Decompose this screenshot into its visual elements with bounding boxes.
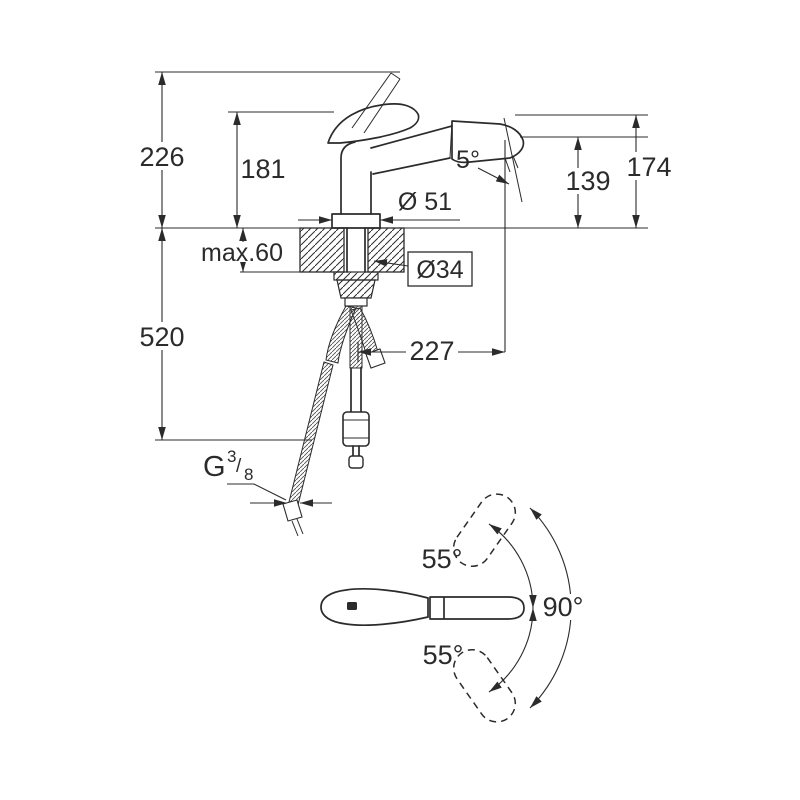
- angle-55-lower-label: 55°: [423, 640, 464, 670]
- faucet-top-view: 55° 55° 90°: [320, 493, 586, 723]
- mounting-nut: [336, 279, 376, 299]
- dim-139-label: 139: [565, 166, 610, 196]
- dim-227-label: 227: [409, 336, 454, 366]
- bg-90: [540, 594, 586, 620]
- hose-fitting-end: [282, 499, 303, 522]
- bg-181: [239, 154, 287, 182]
- angle-90-label: 90°: [543, 592, 584, 622]
- nut-collar: [344, 297, 368, 307]
- counter-cross-section: [299, 227, 405, 273]
- hose-end-stub: [352, 445, 360, 457]
- angle-55-upper-label: 55°: [422, 544, 463, 574]
- counter-hatch-right: [367, 227, 405, 273]
- angle-5-label: 5°: [456, 146, 480, 174]
- arc-55-lower: [488, 607, 537, 693]
- pullout-hose-line: [350, 367, 362, 413]
- dia34-box: [407, 251, 473, 287]
- angle-reference-line: [503, 117, 523, 203]
- supply-hose-left: [325, 305, 357, 364]
- bg-227: [406, 338, 458, 364]
- arc-55-upper: [488, 523, 537, 609]
- hose-weight-detail: [343, 419, 369, 439]
- bg-139: [564, 168, 612, 194]
- bg-520: [136, 322, 188, 350]
- base-flange: [331, 213, 381, 229]
- dim-181-label: 181: [240, 154, 285, 184]
- shank: [346, 227, 366, 273]
- faucet-body: [340, 141, 372, 215]
- thread-num: 3: [227, 447, 236, 466]
- hose-weight: [342, 411, 370, 447]
- counter-hatch-left: [299, 227, 345, 273]
- thread-label: G 3 / 8: [203, 447, 253, 484]
- thread-den: 8: [244, 465, 253, 484]
- handle-plan: [320, 588, 429, 626]
- swivel-position-lower: [452, 648, 517, 723]
- leader-angle-5: [477, 167, 510, 185]
- handle-dome: [327, 103, 420, 144]
- thread-g: G: [203, 451, 226, 483]
- hose-end-connector: [348, 455, 364, 469]
- bg-174: [625, 152, 673, 180]
- dia51-label: Ø 51: [398, 188, 452, 216]
- faucet-side-view: [327, 72, 525, 273]
- dim-226-label: 226: [139, 142, 184, 172]
- leader-thread: [227, 483, 287, 501]
- hose-fitting-tip: [291, 518, 304, 537]
- mounting-hardware: [333, 271, 379, 307]
- dia34-label: Ø34: [416, 256, 463, 284]
- bg-226: [136, 142, 188, 170]
- dimension-lines: [155, 71, 648, 507]
- lever-raised-outline: [351, 72, 401, 134]
- washer: [333, 271, 379, 281]
- handle-logo-mark: [347, 602, 357, 610]
- dim-520-label: 520: [139, 322, 184, 352]
- spout-arm: [370, 125, 453, 175]
- thread-slash: /: [236, 456, 242, 477]
- leader-dia34: [373, 259, 409, 267]
- pullout-hose-lower: [342, 367, 370, 469]
- spray-outlet: [449, 121, 519, 173]
- supply-hose-long: [287, 361, 334, 510]
- spray-head: [451, 120, 525, 164]
- dimension-text-backgrounds: [136, 142, 673, 364]
- dimension-labels: 226 520 181 174 139 5° Ø 51 max.60 Ø34 2…: [139, 142, 671, 484]
- max60-label: max.60: [201, 239, 283, 267]
- dim-174-label: 174: [626, 152, 671, 182]
- bg-max60: [194, 242, 290, 262]
- spout-plan: [429, 596, 525, 620]
